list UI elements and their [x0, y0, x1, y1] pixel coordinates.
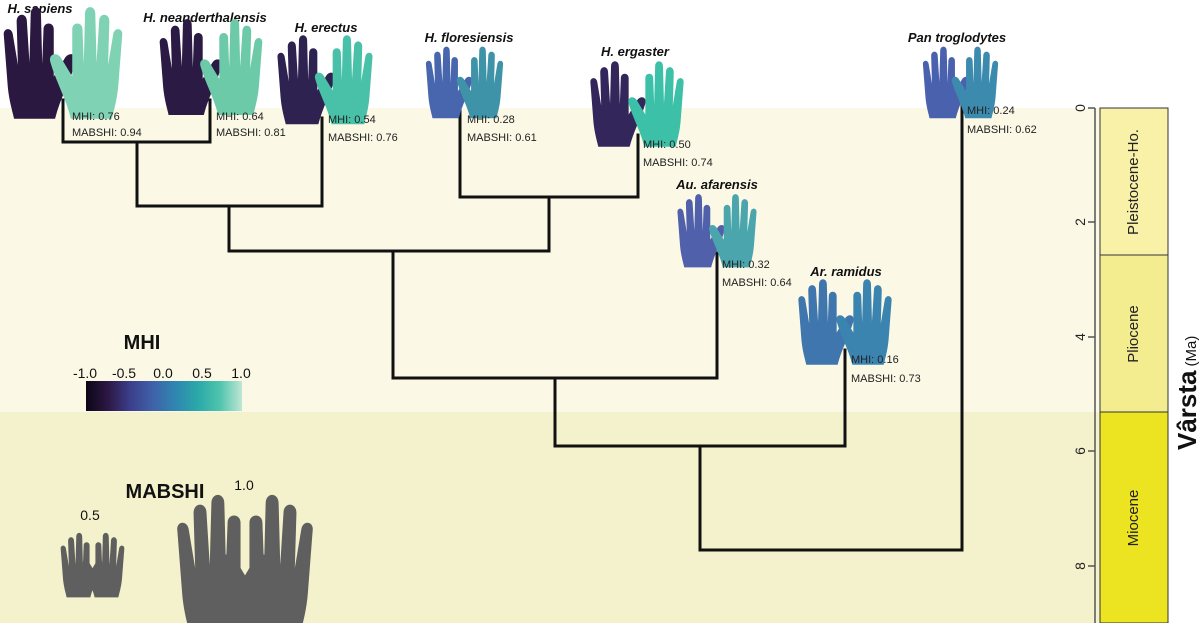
miocene-band: [0, 412, 1100, 623]
time-tick-label: 0: [1072, 104, 1088, 112]
taxon-pan: Pan troglodytes MHI: 0.24 MABSHI: 0.62: [908, 30, 1037, 136]
phylogenetic-tree: [61, 98, 964, 552]
colorbar-tick-label: -0.5: [112, 365, 136, 381]
mhi-legend-title: MHI: [124, 332, 161, 354]
colorbar-tick-label: -1.0: [73, 365, 97, 381]
taxon-afarensis: Au. afarensis MHI: 0.32 MABSHI: 0.64: [675, 177, 792, 289]
time-scale: Pleistocene-Ho. Pliocene Miocene 0 2 4 6…: [1072, 104, 1200, 624]
taxon-name: H. erectus: [295, 20, 358, 35]
left-hand-icon: [3, 7, 77, 119]
mabshi-legend-title: MABSHI: [126, 481, 205, 503]
mabshi-value: MABSHI: 0.76: [328, 132, 398, 144]
epoch-miocene: [1099, 411, 1169, 624]
epoch-label: Pleistocene-Ho.: [1125, 129, 1142, 235]
time-axis-title: Vârsta (Ma): [1172, 336, 1200, 450]
mhi-legend: MHI -1.0 -0.5 0.0 0.5 1.0: [73, 332, 251, 411]
right-hand-icon: [49, 7, 123, 119]
time-axis-title-main: Vârsta: [1172, 370, 1200, 450]
mabshi-value: MABSHI: 0.64: [722, 277, 792, 289]
taxon-name: Pan troglodytes: [908, 30, 1006, 45]
mhi-value: MHI: 0.28: [467, 114, 515, 126]
taxon-floresiensis: H. floresiensis MHI: 0.28 MABSHI: 0.61: [425, 30, 537, 144]
taxon-sapiens: H. sapiens MHI: 0.76 MABSHI: 0.94: [3, 1, 142, 139]
colorbar-tick-label: 0.0: [153, 365, 173, 381]
time-tick-label: 4: [1072, 333, 1088, 341]
taxon-name: H. floresiensis: [425, 30, 514, 45]
taxon-name: H. sapiens: [7, 1, 72, 16]
colorbar-tick-label: 0.5: [192, 365, 212, 381]
taxon-erectus: H. erectus MHI: 0.54 MABSHI: 0.76: [277, 20, 398, 144]
mabshi-large-label: 1.0: [234, 477, 254, 493]
taxon-name: H. neanderthalensis: [143, 10, 267, 25]
epoch-label: Pliocene: [1125, 305, 1142, 363]
mabshi-value: MABSHI: 0.61: [467, 132, 537, 144]
epoch-pliocene: [1099, 254, 1169, 413]
mhi-value: MHI: 0.32: [722, 259, 770, 271]
time-tick-label: 8: [1072, 562, 1088, 570]
mabshi-small-label: 0.5: [80, 507, 100, 523]
mhi-value: MHI: 0.24: [967, 105, 1015, 117]
mhi-value: MHI: 0.16: [851, 354, 899, 366]
taxon-ramidus: Ar. ramidus MHI: 0.16 MABSHI: 0.73: [798, 264, 921, 385]
right-hand-icon: [456, 46, 504, 119]
time-tick-label: 2: [1072, 218, 1088, 226]
colorbar-tick-label: 1.0: [231, 365, 251, 381]
epoch-pleistocene-holocene: [1099, 107, 1169, 256]
time-axis-ticks: [1088, 107, 1095, 567]
taxon-ergaster: H. ergaster MHI: 0.50 MABSHI: 0.74: [590, 44, 713, 169]
time-axis-unit: (Ma): [1183, 336, 1200, 367]
mabshi-value: MABSHI: 0.81: [216, 127, 286, 139]
branch-homo-clade: [227, 195, 551, 253]
mabshi-legend: MABSHI 0.5 1.0: [60, 477, 313, 628]
taxon-name: Ar. ramidus: [809, 264, 882, 279]
taxon-neanderthalensis: H. neanderthalensis MHI: 0.64 MABSHI: 0.…: [143, 10, 285, 139]
mabshi-value: MABSHI: 0.62: [967, 124, 1037, 136]
branch-hominin-pan: [698, 98, 964, 552]
mabshi-value: MABSHI: 0.73: [851, 373, 921, 385]
time-tick-label: 6: [1072, 447, 1088, 455]
mabshi-value: MABSHI: 0.94: [72, 127, 142, 139]
pleistocene-pliocene-band: [0, 108, 1100, 412]
mhi-value: MHI: 0.50: [643, 139, 691, 151]
mhi-value: MHI: 0.76: [72, 111, 120, 123]
taxon-name: H. ergaster: [601, 44, 670, 59]
epoch-label: Miocene: [1125, 490, 1142, 547]
mhi-value: MHI: 0.64: [216, 111, 264, 123]
mabshi-value: MABSHI: 0.74: [643, 157, 713, 169]
taxon-name: Au. afarensis: [675, 177, 758, 192]
left-hand-icon: [159, 19, 222, 115]
mhi-value: MHI: 0.54: [328, 114, 376, 126]
mhi-colorbar: [86, 381, 242, 411]
